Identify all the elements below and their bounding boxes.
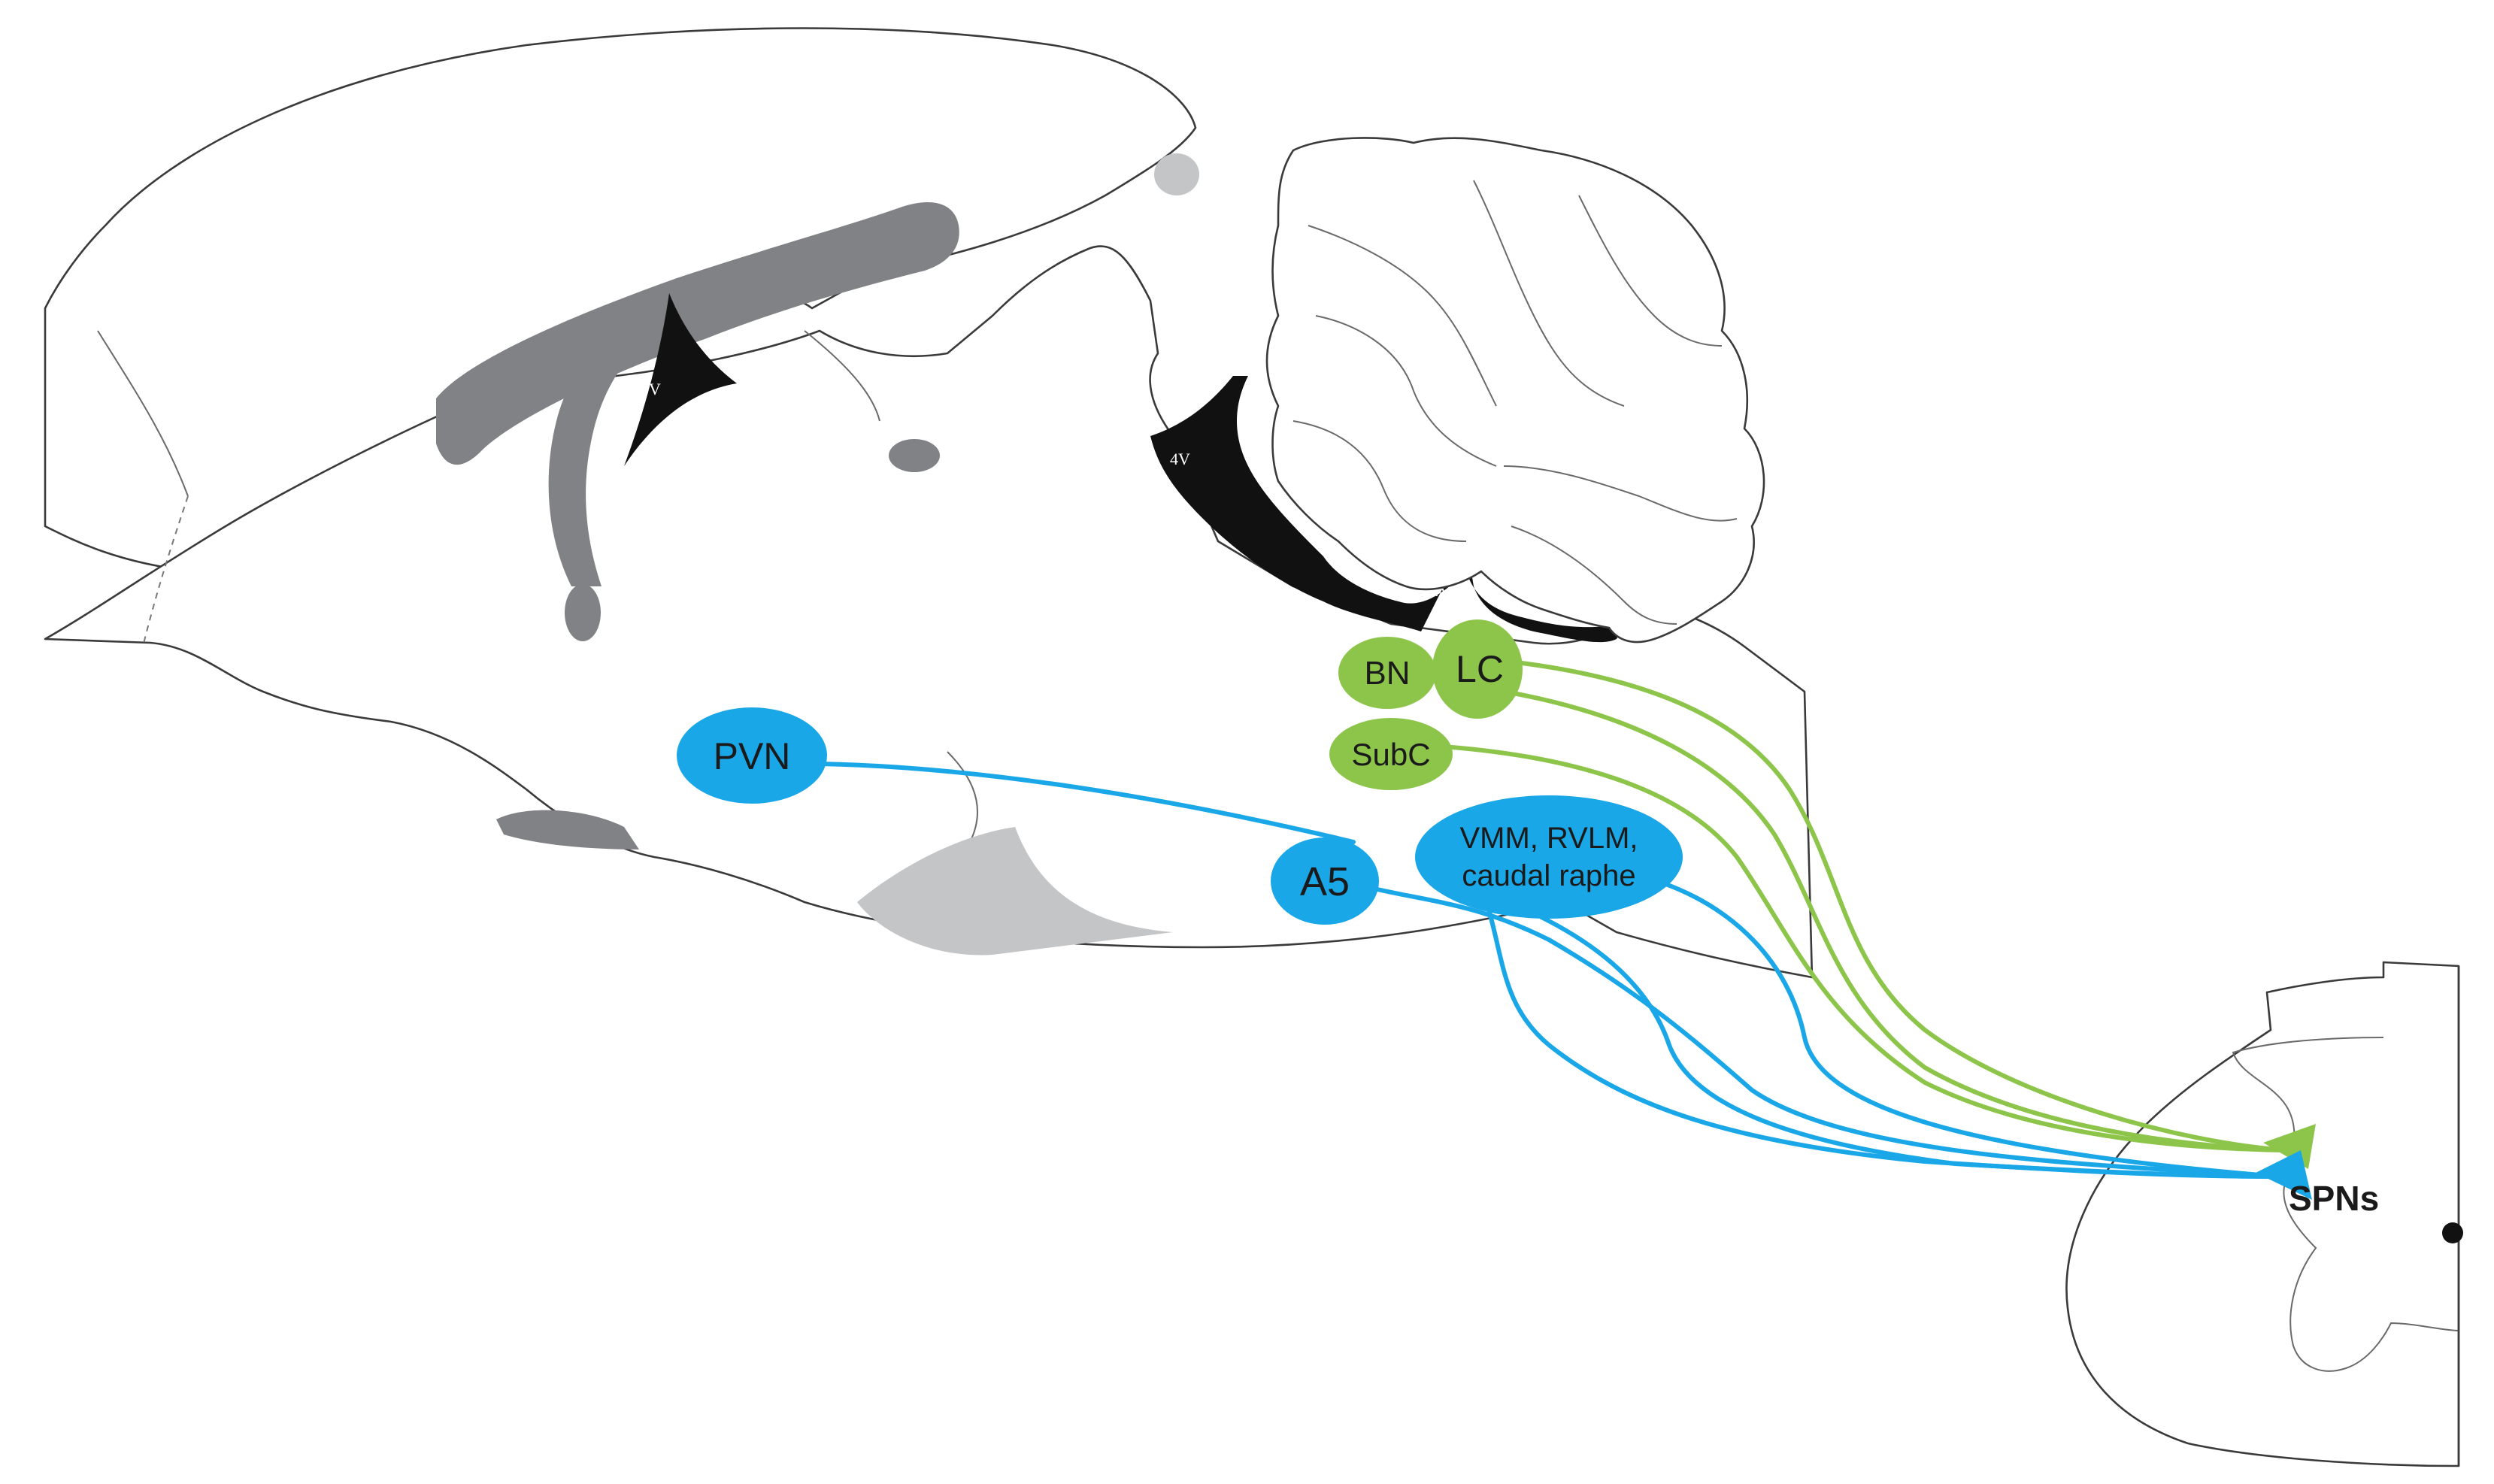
spinal-cord-section [2065, 961, 2463, 1467]
pvn-projection [817, 762, 1356, 844]
subc-projection [1404, 742, 2288, 1152]
a5-nucleus [1271, 837, 1379, 925]
cortex-anterior-line [97, 330, 189, 497]
pineal-body [1154, 153, 1199, 195]
folia-line-1 [1308, 225, 1497, 407]
spns-label: SPNs [2289, 1179, 2379, 1218]
vmm-rvlm-raphe-nucleus [1415, 795, 1683, 919]
lc-projection-1 [1494, 658, 2288, 1152]
gray-matter-outline [2232, 1037, 2459, 1372]
vmm-projection-2 [1622, 870, 2280, 1179]
pons-gray [857, 827, 1173, 956]
folia-line-2 [1315, 315, 1497, 467]
nuclei: BN LC SubC PVN A5 VMM, RVLM, caudal raph… [677, 619, 1683, 925]
green-pathways [1404, 658, 2288, 1152]
fourth-ventricle [1150, 376, 1624, 643]
a5-projection [1359, 883, 2280, 1179]
gray-structures [436, 153, 1199, 956]
bn-nucleus [1338, 637, 1436, 709]
cerebellum-outline [1265, 137, 1765, 644]
lc-projection-2 [1494, 688, 2288, 1152]
cerebellum [1265, 137, 1765, 644]
folia-line-7 [1511, 525, 1677, 625]
green-arrowhead [2263, 1124, 2316, 1169]
folia-line-4 [1473, 180, 1625, 407]
folia-line-3 [1292, 420, 1467, 542]
olfactory-dashed [142, 495, 189, 647]
fourth-ventricle-label-left: 4V [1170, 450, 1190, 468]
a5-label: A5 [1300, 859, 1350, 904]
mammillary-tract [889, 439, 940, 472]
corpus-callosum [436, 201, 959, 465]
bn-label: BN [1364, 655, 1410, 692]
blue-arrowhead [2256, 1150, 2312, 1200]
vmm-projection-3 [1539, 915, 2280, 1179]
inner-divider [804, 330, 880, 422]
anterior-commissure [565, 584, 601, 641]
third-ventricle-label: 3V [641, 380, 661, 398]
vmm-label-line1: VMM, RVLM, [1459, 822, 1638, 855]
vmm-label-line2: caudal raphe [1462, 859, 1635, 892]
fornix [548, 286, 699, 586]
lc-nucleus [1432, 619, 1523, 719]
pvn-label: PVN [714, 735, 791, 777]
subc-label: SubC [1351, 737, 1430, 772]
pvn-nucleus [677, 707, 827, 804]
folia-line-5 [1578, 195, 1723, 347]
blue-pathways [817, 762, 2280, 1179]
central-canal [2442, 1222, 2463, 1243]
optic-chiasm [496, 810, 639, 850]
lc-label: LC [1456, 648, 1504, 690]
folia-line-6 [1503, 465, 1738, 522]
third-ventricle [624, 293, 737, 466]
spinal-cord-outline [2065, 961, 2460, 1467]
subc-nucleus [1329, 718, 1453, 790]
